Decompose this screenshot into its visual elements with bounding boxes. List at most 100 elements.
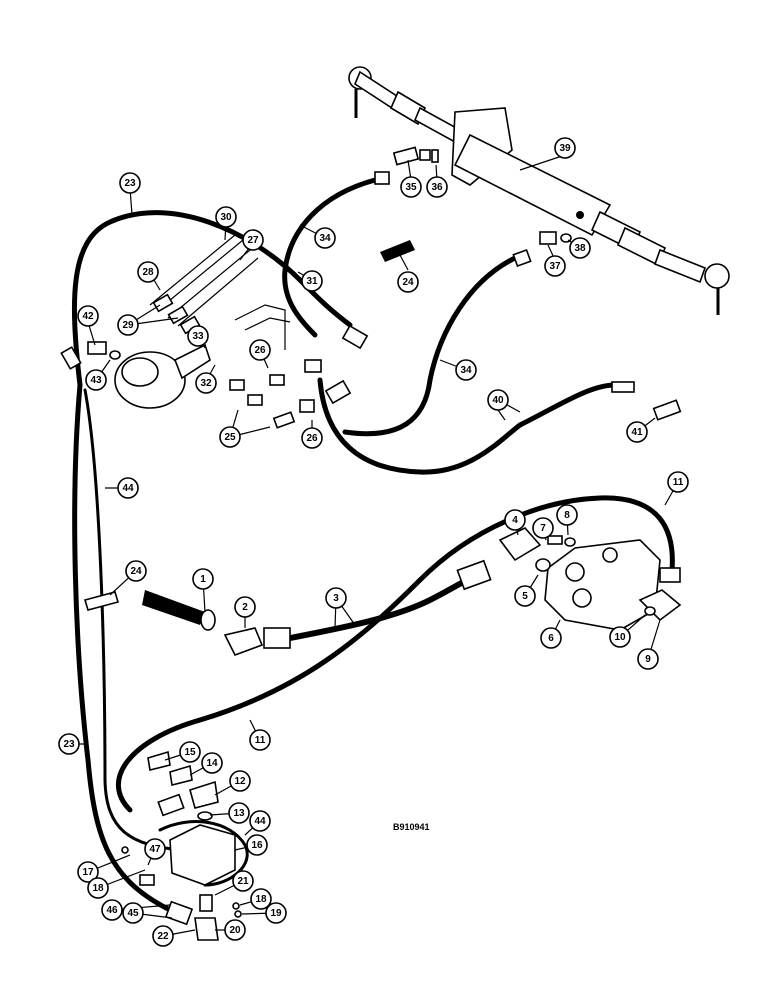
callout-29: 29 <box>117 314 139 336</box>
callout-number: 24 <box>130 566 142 577</box>
callout-1: 1 <box>192 568 214 590</box>
callout-3: 3 <box>325 587 347 609</box>
callout-number: 34 <box>319 233 331 244</box>
callout-5: 5 <box>514 585 536 607</box>
callout-37: 37 <box>544 255 566 277</box>
callout-number: 10 <box>614 632 626 643</box>
callout-22: 22 <box>152 925 174 947</box>
callout-circle <box>249 729 271 751</box>
suction-components <box>83 559 492 656</box>
callout-31: 31 <box>301 270 323 292</box>
callout-34: 34 <box>455 359 477 381</box>
leader-lines <box>69 154 679 937</box>
callout-19: 19 <box>265 902 287 924</box>
callout-number: 34 <box>460 365 472 376</box>
callout-25: 25 <box>219 426 241 448</box>
callout-circle <box>609 626 631 648</box>
callout-layer: 1234567891011111213141516171818192021222… <box>58 137 689 947</box>
steering-motor <box>121 750 242 941</box>
callout-23: 23 <box>58 733 80 755</box>
callout-number: 1 <box>200 574 206 585</box>
callout-number: 31 <box>306 276 318 287</box>
callout-36: 36 <box>426 176 448 198</box>
hose-lines <box>71 177 675 913</box>
callout-circle <box>514 585 536 607</box>
callout-circle <box>314 227 336 249</box>
callout-13: 13 <box>228 802 250 824</box>
callout-number: 41 <box>631 427 643 438</box>
callout-circle <box>301 270 323 292</box>
callout-2: 2 <box>234 596 256 618</box>
callout-circle <box>152 925 174 947</box>
callout-4: 4 <box>504 509 526 531</box>
callout-number: 24 <box>402 277 414 288</box>
callout-circle <box>544 255 566 277</box>
callout-circle <box>192 568 214 590</box>
callout-43: 43 <box>85 369 107 391</box>
callout-circle <box>87 877 109 899</box>
callout-number: 9 <box>645 654 651 665</box>
callout-number: 44 <box>254 816 266 827</box>
callout-number: 25 <box>224 432 236 443</box>
hydraulic-pump <box>498 527 682 631</box>
callout-33: 33 <box>187 325 209 347</box>
callout-24: 24 <box>397 271 419 293</box>
callout-circle <box>397 271 419 293</box>
callout-circle <box>249 339 271 361</box>
callout-15: 15 <box>179 741 201 763</box>
steering-cylinder <box>348 66 730 315</box>
callout-23: 23 <box>119 172 141 194</box>
callout-number: 6 <box>548 633 554 644</box>
callout-circle <box>179 741 201 763</box>
callout-number: 22 <box>157 931 169 942</box>
callout-28: 28 <box>137 261 159 283</box>
callout-circle <box>426 176 448 198</box>
callout-41: 41 <box>626 421 648 443</box>
callout-circle <box>246 834 268 856</box>
callout-18: 18 <box>250 888 272 910</box>
callout-circle <box>569 237 591 259</box>
callout-45: 45 <box>122 902 144 924</box>
callout-number: 40 <box>492 395 504 406</box>
callout-circle <box>556 504 578 526</box>
callout-number: 19 <box>270 908 282 919</box>
callout-40: 40 <box>487 389 509 411</box>
callout-8: 8 <box>556 504 578 526</box>
callout-circle <box>250 888 272 910</box>
callout-7: 7 <box>532 517 554 539</box>
callout-number: 18 <box>92 883 104 894</box>
callout-circle <box>667 471 689 493</box>
callout-number: 32 <box>200 378 212 389</box>
callout-number: 35 <box>405 182 417 193</box>
callout-number: 5 <box>522 591 528 602</box>
callout-number: 2 <box>242 602 248 613</box>
callout-number: 28 <box>142 267 154 278</box>
callout-circle <box>119 172 141 194</box>
callout-10: 10 <box>609 626 631 648</box>
callout-circle <box>400 176 422 198</box>
callout-number: 7 <box>540 523 546 534</box>
callout-circle <box>195 372 217 394</box>
callout-6: 6 <box>540 627 562 649</box>
callout-circle <box>117 314 139 336</box>
callout-number: 47 <box>149 844 161 855</box>
callout-34: 34 <box>314 227 336 249</box>
callout-number: 17 <box>82 867 94 878</box>
callout-number: 23 <box>124 178 136 189</box>
callout-30: 30 <box>215 206 237 228</box>
callout-number: 45 <box>127 908 139 919</box>
callout-26: 26 <box>249 339 271 361</box>
callout-circle <box>487 389 509 411</box>
callout-number: 11 <box>255 735 266 746</box>
callout-circle <box>144 838 166 860</box>
callout-circle <box>232 870 254 892</box>
callout-38: 38 <box>569 237 591 259</box>
callout-number: 11 <box>673 477 684 488</box>
callout-circle <box>101 899 123 921</box>
callout-circle <box>249 810 271 832</box>
callout-number: 39 <box>559 143 571 154</box>
callout-44: 44 <box>117 477 139 499</box>
drawing-reference-code: B910941 <box>393 822 430 832</box>
callout-circle <box>234 596 256 618</box>
